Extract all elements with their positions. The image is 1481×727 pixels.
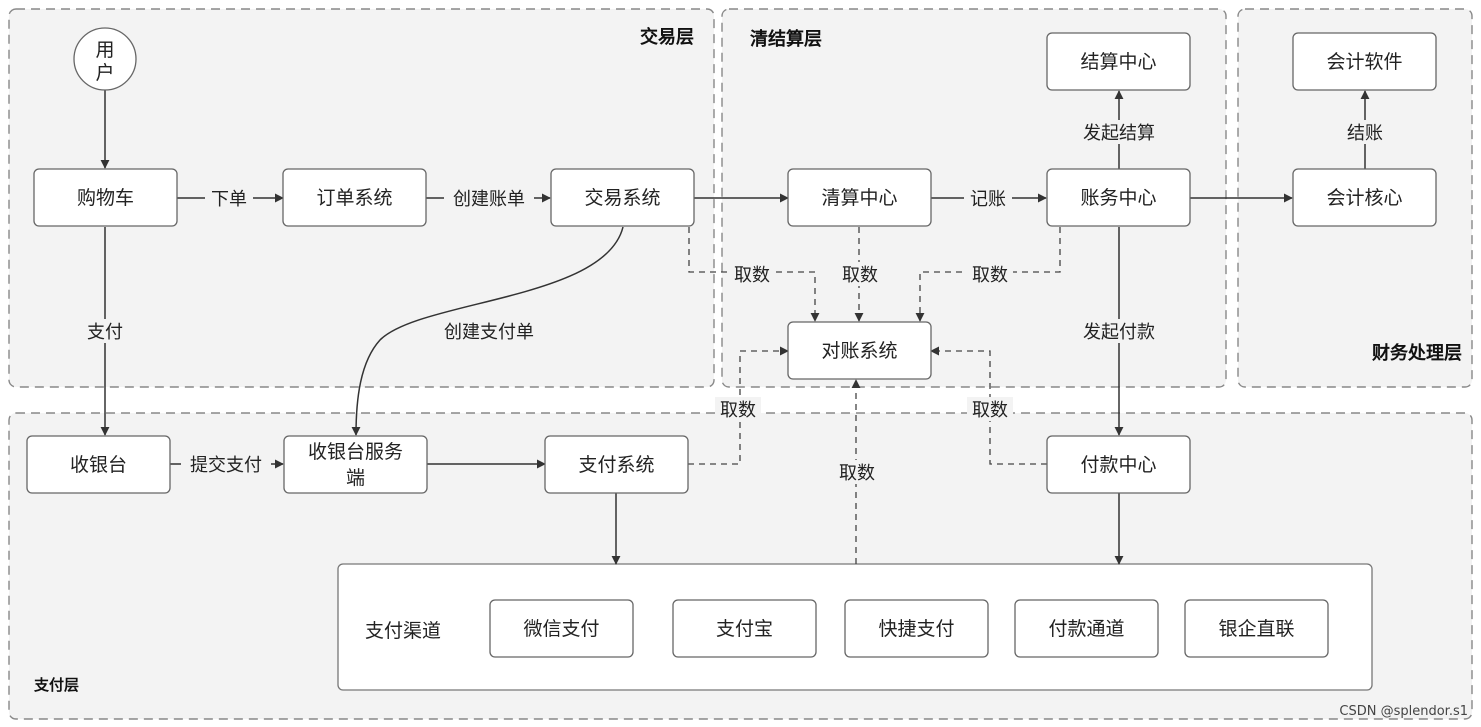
label-fetch-payout: 取数 [972, 400, 1008, 421]
label-fetch-clearing: 取数 [842, 265, 878, 286]
clearing-layer-title: 清结算层 [750, 28, 822, 50]
label-fetch-trade: 取数 [734, 265, 770, 286]
channel-alipay-label: 支付宝 [716, 618, 773, 640]
account-node[interactable]: 账务中心 [1046, 168, 1191, 227]
label-fetch-payment: 取数 [720, 400, 756, 421]
edge-trade-cashier-server [351, 226, 624, 436]
trade-layer-title: 交易层 [640, 26, 694, 48]
payment-channels-title: 支付渠道 [365, 620, 441, 642]
channel-quickpay-label: 快捷支付 [878, 618, 954, 640]
channel-bank-direct[interactable]: 银企直联 [1184, 599, 1329, 658]
account-label: 账务中心 [1080, 187, 1156, 209]
trade-label: 交易系统 [584, 187, 660, 209]
label-fetch-account: 取数 [972, 265, 1008, 286]
finance-layer-title: 财务处理层 [1372, 342, 1462, 364]
label-record: 记账 [970, 189, 1006, 210]
channel-bank-direct-label: 银企直联 [1218, 618, 1294, 640]
cashier-server-node[interactable]: 收银台服务 端 [283, 435, 428, 494]
trade-node[interactable]: 交易系统 [550, 168, 695, 227]
cashier-server-label-line1: 收银台服务 [308, 441, 403, 463]
cart-node[interactable]: 购物车 [33, 168, 178, 227]
cashier-node[interactable]: 收银台 [26, 435, 171, 494]
label-create-bill: 创建账单 [453, 189, 525, 210]
watermark: CSDN @splendor.s1 [1339, 704, 1468, 719]
cashier-label: 收银台 [70, 454, 127, 476]
accounting-software-label: 会计软件 [1326, 51, 1402, 73]
label-start-settle: 发起结算 [1083, 123, 1155, 144]
order-node[interactable]: 订单系统 [282, 168, 427, 227]
channel-wechat[interactable]: 微信支付 [489, 599, 634, 658]
reconcile-label: 对账系统 [821, 340, 897, 362]
user-node[interactable]: 用 户 [73, 27, 137, 91]
channel-wechat-label: 微信支付 [523, 618, 599, 640]
channel-quickpay[interactable]: 快捷支付 [844, 599, 989, 658]
edge-fetch-trade [688, 227, 820, 322]
channel-payout[interactable]: 付款通道 [1014, 599, 1159, 658]
order-label: 订单系统 [316, 187, 392, 209]
reconcile-node[interactable]: 对账系统 [787, 321, 932, 380]
user-label-line1: 用 [95, 39, 114, 61]
label-close-books: 结账 [1347, 123, 1383, 144]
edge-fetch-payment [688, 346, 789, 465]
payment-layer-title: 支付层 [33, 676, 79, 694]
accounting-software-node[interactable]: 会计软件 [1292, 32, 1437, 91]
payout-center-node[interactable]: 付款中心 [1046, 435, 1191, 494]
user-label-line2: 户 [95, 62, 114, 84]
payment-system-label: 支付系统 [578, 454, 654, 476]
label-start-payout: 发起付款 [1083, 322, 1155, 343]
label-pay: 支付 [87, 322, 123, 343]
payment-system-node[interactable]: 支付系统 [544, 435, 689, 494]
clearing-label: 清算中心 [821, 187, 897, 209]
cashier-server-label-line2: 端 [346, 467, 365, 489]
label-create-payment: 创建支付单 [444, 322, 534, 343]
channel-alipay[interactable]: 支付宝 [672, 599, 817, 658]
accounting-core-label: 会计核心 [1326, 187, 1402, 209]
cart-label: 购物车 [77, 187, 134, 209]
settlement-label: 结算中心 [1080, 51, 1156, 73]
settlement-node[interactable]: 结算中心 [1046, 32, 1191, 91]
label-place-order: 下单 [211, 189, 247, 210]
accounting-core-node[interactable]: 会计核心 [1292, 168, 1437, 227]
label-fetch-channels: 取数 [839, 463, 875, 484]
payout-center-label: 付款中心 [1080, 454, 1156, 476]
channel-payout-label: 付款通道 [1048, 618, 1124, 640]
clearing-node[interactable]: 清算中心 [787, 168, 932, 227]
label-submit-payment: 提交支付 [190, 455, 262, 476]
